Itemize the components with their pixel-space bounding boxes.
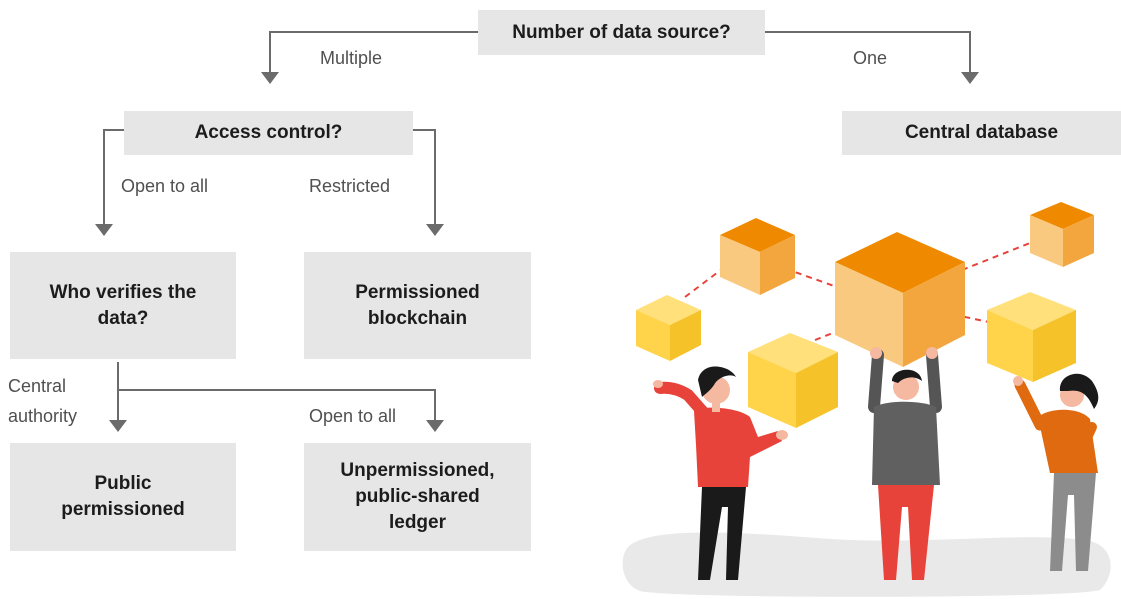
cube-orange-small-2 [1030,202,1094,267]
access-control-label: Access control? [194,122,343,143]
arrowhead [961,72,979,84]
ground-shape [622,532,1111,597]
cube-yellow-right [987,292,1076,382]
person-left [653,366,788,580]
permissioned-blockchain-node: Permissioned blockchain [304,252,531,359]
arrowhead [95,224,113,236]
unpermissioned-ledger-label: Unpermissioned, public-shared ledger [340,460,495,533]
edge-root-one [765,31,971,72]
edge-label-restricted: Restricted [309,176,391,196]
edge-verifier-open [118,389,436,420]
cube-orange-small-1 [720,218,795,295]
public-permissioned-node: Public permissioned [10,443,236,551]
cube-yellow-center [748,333,838,428]
edge-label-multiple: Multiple [320,48,383,68]
arrowhead [426,224,444,236]
root-question-label: Number of data source? [512,21,731,43]
edge-label-central-authority: Central authority [8,376,78,426]
person-right [1013,373,1099,571]
central-database-label: Central database [904,122,1059,143]
access-control-node: Access control? [124,111,413,155]
cube-orange-large [835,232,965,367]
edge-label-one: One [853,48,888,68]
blockchain-cubes-illustration [622,202,1111,597]
edge-root-multiple [269,31,478,72]
unpermissioned-ledger-node: Unpermissioned, public-shared ledger [304,443,531,551]
edge-label-open-to-all: Open to all [121,176,209,196]
edge-access-open [103,129,124,224]
root-question-node: Number of data source? [478,10,765,55]
cube-yellow-left [636,295,701,361]
verifier-node: Who verifies the data? [10,252,236,359]
arrowhead [261,72,279,84]
arrowhead [109,420,127,432]
permissioned-blockchain-label: Permissioned blockchain [355,281,480,329]
person-center [868,347,942,580]
public-permissioned-label: Public permissioned [61,473,185,520]
edge-access-restricted [413,129,436,224]
verifier-label: Who verifies the data? [49,281,197,329]
arrowhead [426,420,444,432]
central-database-node: Central database [842,111,1121,155]
edge-label-open-to-all-2: Open to all [309,406,397,426]
